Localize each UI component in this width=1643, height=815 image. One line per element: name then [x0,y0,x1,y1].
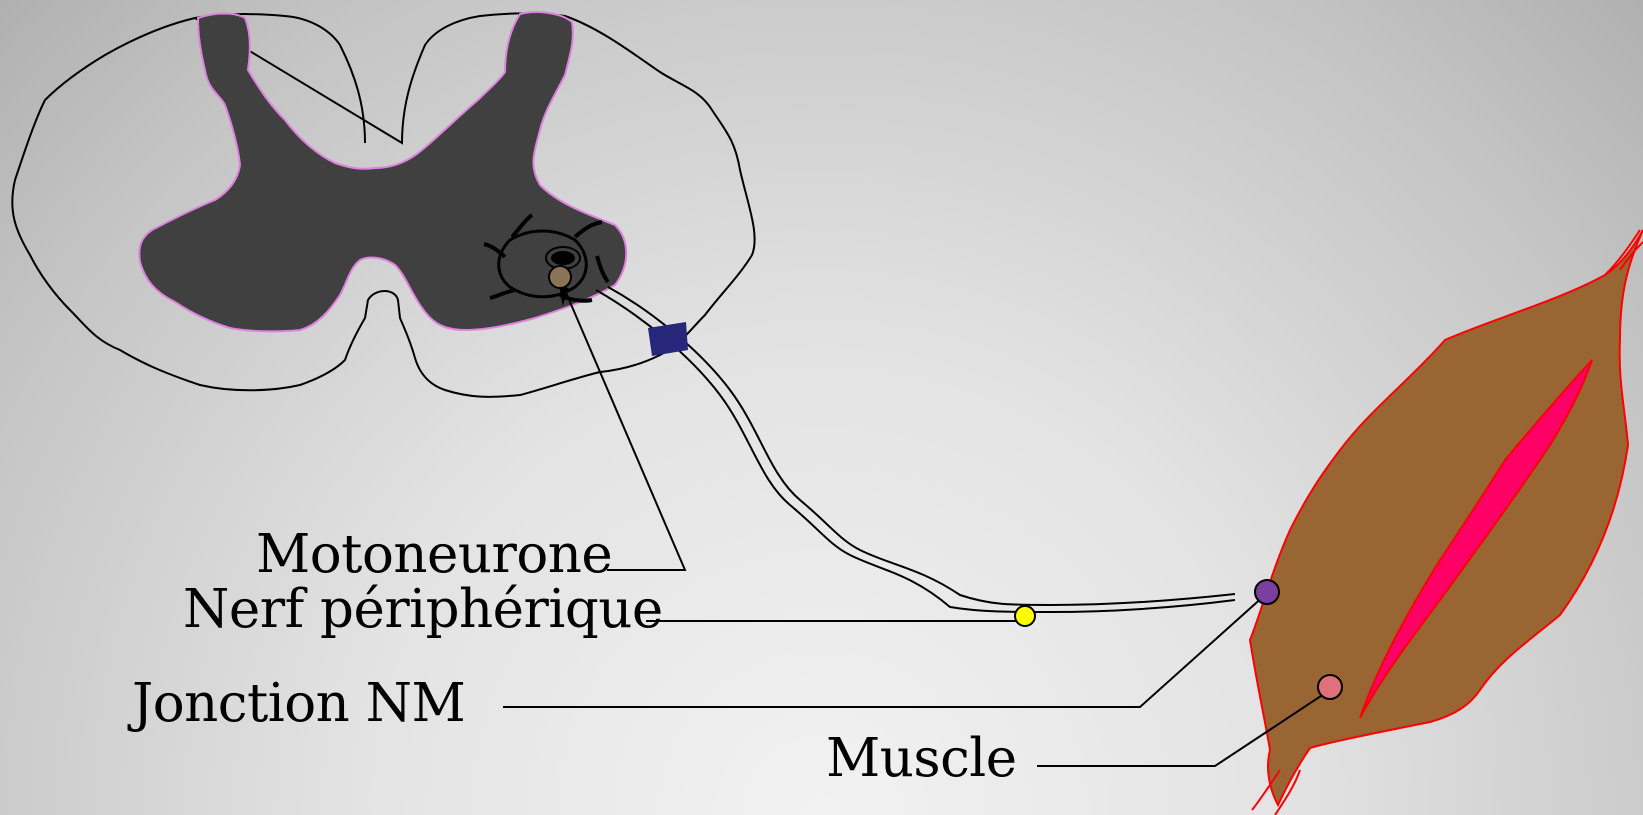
leader-lines [503,288,1330,766]
muscle-body [1250,230,1643,805]
ventral-root-marker [648,322,688,356]
peripheral-nerve [596,287,1235,612]
muscle-marker [1318,675,1342,699]
peripheral-nerve-label: Nerf périphérique [183,583,663,636]
motoneuron-nucleus [551,251,575,265]
motoneuron-soma-marker [549,266,571,288]
motoneurone-label: Motoneurone [256,528,612,581]
muscle-label: Muscle [826,732,1017,785]
neuromuscular-junction-label: Jonction NM [132,677,465,730]
nerve-marker [1015,606,1035,626]
neuromuscular-junction-marker [1255,580,1279,604]
